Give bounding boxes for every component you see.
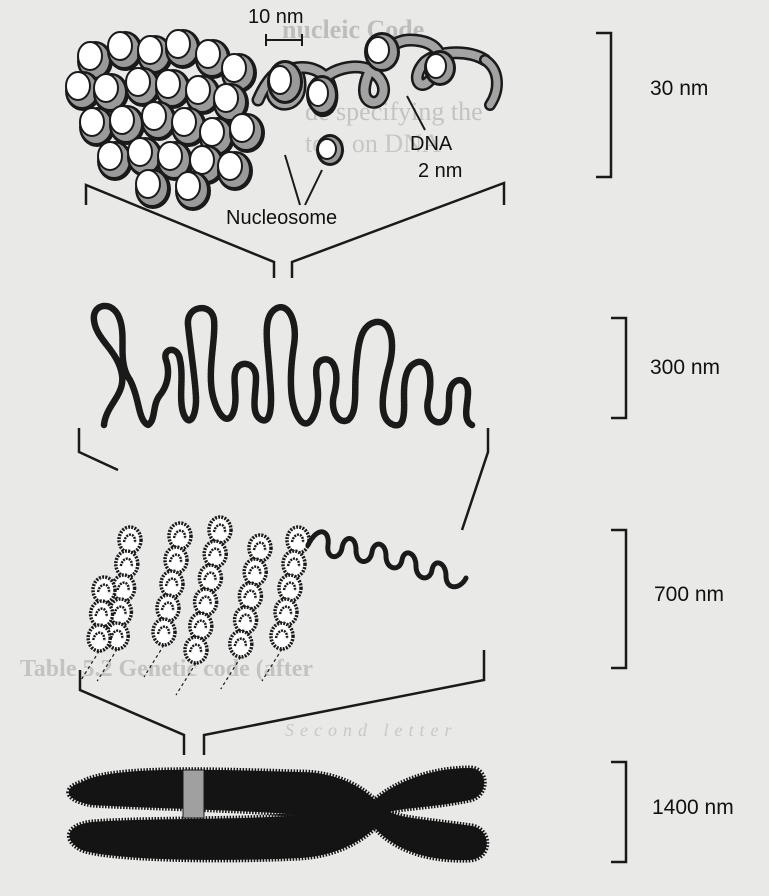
chromosome-band bbox=[183, 770, 204, 818]
size-label-700nm: 700 nm bbox=[654, 583, 724, 607]
coil-column bbox=[221, 535, 271, 689]
condensed-coils bbox=[79, 517, 309, 695]
size-label-1400nm: 1400 nm bbox=[652, 796, 734, 820]
nucleosome-loose-2 bbox=[306, 75, 338, 115]
nucleosome-loose-1 bbox=[267, 60, 303, 104]
nucleosome-cluster bbox=[65, 29, 265, 211]
nucleosome bbox=[217, 151, 253, 191]
nucleosome-loose-4 bbox=[364, 32, 400, 72]
metaphase-chromosome bbox=[69, 768, 487, 860]
nucleosome-loose-5 bbox=[424, 50, 456, 86]
bracket-1400nm bbox=[611, 762, 626, 862]
bracket-700nm bbox=[611, 530, 626, 668]
nucleosome bbox=[135, 169, 171, 209]
nucleosome-label: Nucleosome bbox=[226, 207, 337, 230]
bracket-300nm bbox=[611, 318, 626, 418]
size-brackets bbox=[596, 33, 626, 862]
bracket-30nm bbox=[596, 33, 611, 177]
nucleosome bbox=[229, 113, 265, 153]
scale-bar-label: 10 nm bbox=[248, 6, 304, 29]
nucleosome-loose-3 bbox=[316, 134, 344, 166]
looped-domain-fiber bbox=[94, 306, 472, 425]
size-label-300nm: 300 nm bbox=[650, 356, 720, 380]
annotation-pointers bbox=[285, 96, 425, 205]
dna-label: DNA bbox=[410, 133, 452, 156]
nucleosome bbox=[175, 171, 211, 211]
three-hundred-nm-loops bbox=[79, 306, 488, 530]
seven-hundred-nm-condensed bbox=[79, 517, 484, 755]
expansion-lines-3 bbox=[80, 650, 484, 755]
dna-width-label: 2 nm bbox=[418, 160, 462, 183]
size-label-30nm: 30 nm bbox=[650, 77, 708, 101]
coil-column bbox=[79, 577, 115, 683]
scale-bar-10nm bbox=[266, 34, 302, 46]
coil-tail bbox=[308, 532, 466, 587]
expansion-lines-2 bbox=[79, 428, 488, 530]
unwound-fiber bbox=[258, 32, 497, 166]
